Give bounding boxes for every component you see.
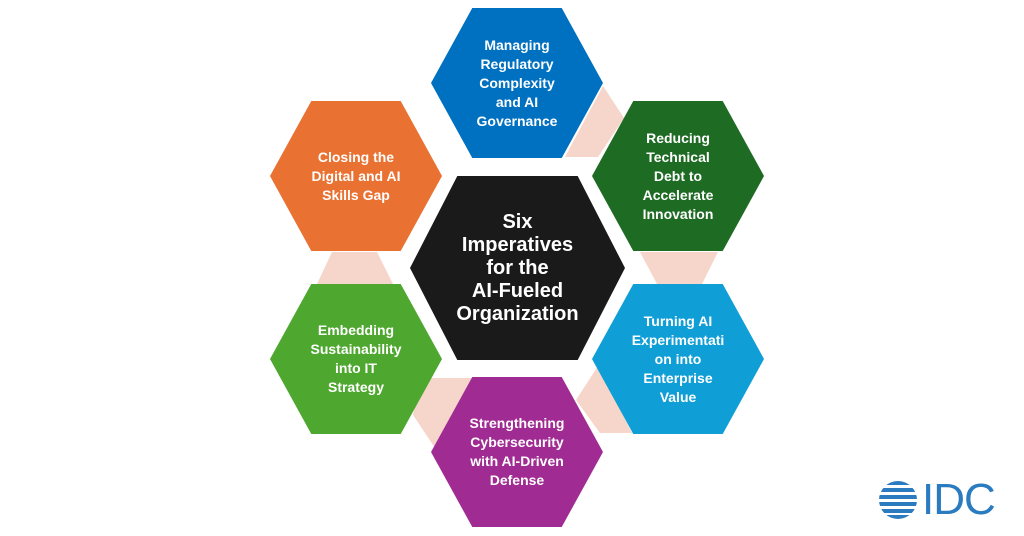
- globe-icon: [879, 481, 917, 519]
- hex-technical-debt: Reducing Technical Debt to Accelerate In…: [592, 101, 764, 251]
- hex-skills-gap: Closing the Digital and AI Skills Gap: [270, 101, 442, 251]
- hex-cybersecurity: Strengthening Cybersecurity with AI-Driv…: [431, 377, 603, 527]
- logo-text: IDC: [922, 475, 996, 524]
- center-title: Six Imperatives for the AI-Fueled Organi…: [456, 210, 579, 325]
- connector-lightblue-purple: [576, 366, 632, 433]
- hex-regulatory-governance: Managing Regulatory Complexity and AI Go…: [431, 8, 603, 158]
- hex-label: Reducing Technical Debt to Accelerate In…: [642, 129, 714, 222]
- connector-purple-lightgreen: [413, 378, 472, 448]
- hex-label: Turning AI Experimentati on into Enterpr…: [631, 312, 725, 405]
- hex-center-title: Six Imperatives for the AI-Fueled Organi…: [410, 176, 625, 360]
- hex-label: Strengthening Cybersecurity with AI-Driv…: [469, 415, 565, 488]
- hex-sustainability: Embedding Sustainability into IT Strateg…: [270, 284, 442, 434]
- hex-ai-experimentation: Turning AI Experimentati on into Enterpr…: [592, 284, 764, 434]
- connector-blue-darkgreen: [565, 86, 624, 157]
- hex-label: Closing the Digital and AI Skills Gap: [311, 148, 401, 203]
- connector-darkgreen-lightblue: [640, 252, 718, 284]
- hex-label: Managing Regulatory Complexity and AI Go…: [476, 36, 558, 129]
- connector-lightgreen-orange: [317, 252, 393, 284]
- idc-logo: IDC: [878, 475, 996, 524]
- hex-label: Embedding Sustainability into IT Strateg…: [310, 322, 402, 395]
